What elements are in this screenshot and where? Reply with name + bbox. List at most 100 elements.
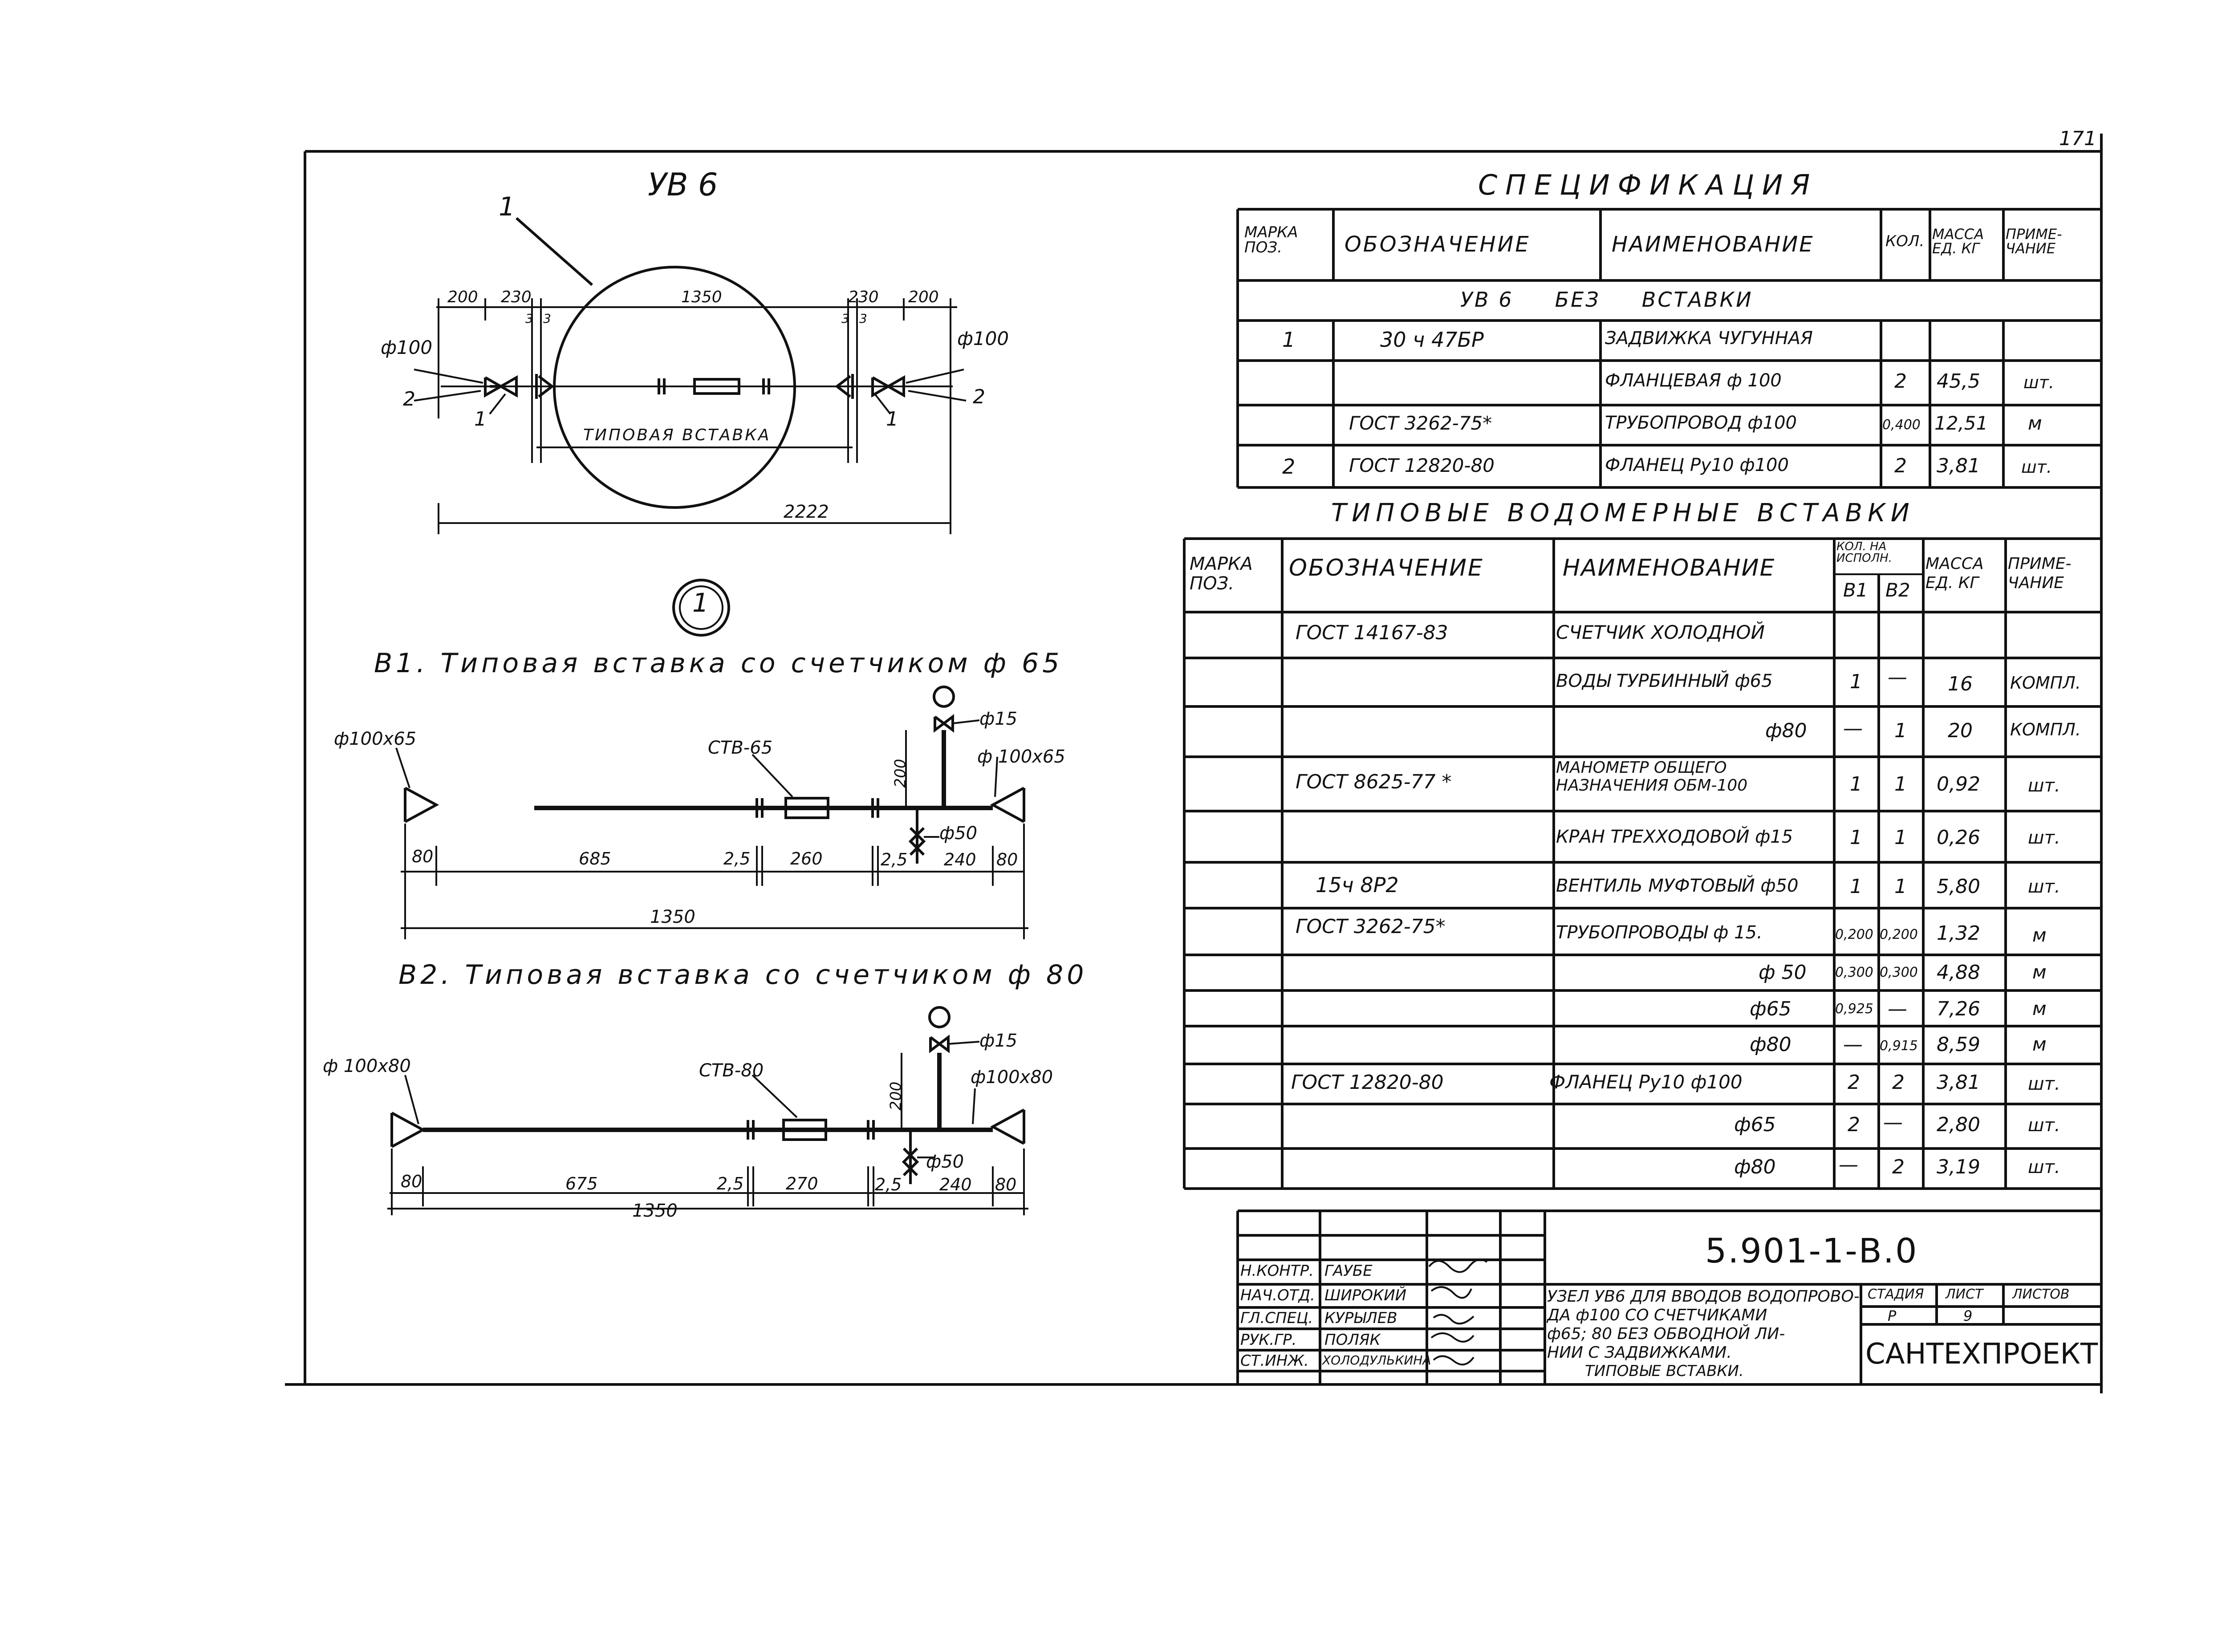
position-label: 1	[886, 408, 898, 430]
inserts-cell: 2	[1892, 1071, 1905, 1094]
stamp-person: КУРЫЛЕВ	[1324, 1309, 1397, 1327]
inserts-header: ОБОЗНАЧЕНИЕ	[1289, 555, 1484, 581]
stamp-sheets-label: ЛИСТОВ	[2012, 1287, 2070, 1302]
inserts-cell: ф65	[1750, 998, 1791, 1020]
dim-label: 80	[401, 1172, 422, 1191]
spec-cell: 1	[1282, 328, 1296, 352]
stamp-description-line: ф65; 80 БЕЗ ОБВОДНОЙ ЛИ-	[1547, 1325, 1785, 1343]
stamp-sheet-label: ЛИСТ	[1946, 1287, 1983, 1302]
dim-small: 3	[859, 311, 867, 326]
inserts-cell: 2	[1848, 1071, 1860, 1094]
section-marker-label: 1	[692, 588, 709, 618]
inserts-cell: ф80	[1750, 1033, 1791, 1056]
inserts-header: В1	[1843, 579, 1868, 601]
inserts-cell: —	[1843, 1033, 1863, 1056]
inserts-cell: ВЕНТИЛЬ МУФТОВЫЙ ф50	[1556, 876, 1799, 896]
inserts-header: НАИМЕНОВАНИЕ	[1563, 555, 1775, 581]
dim-label: 230	[848, 288, 879, 306]
inserts-cell: 1,32	[1937, 922, 1980, 945]
dim-label: 230	[501, 288, 532, 306]
dim-small: 3	[543, 311, 551, 326]
inserts-cell: 1	[1850, 670, 1862, 693]
stamp-person: ПОЛЯК	[1324, 1331, 1381, 1349]
spec-cell: 0,400	[1882, 417, 1921, 433]
position-label: 2	[403, 388, 415, 410]
spec-cell: м	[2028, 412, 2042, 434]
stamp-description-line: УЗЕЛ УВ6 ДЛЯ ВВОДОВ ВОДОПРОВО-	[1547, 1287, 1860, 1306]
spec-cell: 12,51	[1934, 412, 1988, 434]
b1-title: В1. Типовая вставка со счетчиком ф 65	[374, 648, 1063, 679]
inserts-cell: ВОДЫ ТУРБИННЫЙ ф65	[1556, 671, 1773, 691]
inserts-cell: 8,59	[1937, 1033, 1980, 1056]
inserts-cell: шт.	[2028, 775, 2060, 796]
inserts-cell: 1	[1894, 773, 1907, 796]
stamp-sheet-value: 9	[1963, 1307, 1973, 1324]
dim-label: 1350	[681, 288, 722, 306]
spec-table-grid	[1236, 208, 2101, 489]
inserts-cell: 1	[1850, 875, 1862, 898]
dim-label: 1350	[632, 1201, 678, 1221]
inserts-cell: 16	[1948, 673, 1973, 695]
inserts-cell: 0,925	[1835, 1001, 1873, 1017]
inserts-cell: ф80	[1765, 719, 1807, 742]
spec-cell: ЗАДВИЖКА ЧУГУННАЯ	[1605, 328, 1813, 349]
spec-cell: ГОСТ 3262-75*	[1349, 412, 1492, 434]
inserts-cell: 2	[1848, 1113, 1860, 1136]
stamp-person: ГАУБЕ	[1324, 1262, 1373, 1280]
inserts-cell: 1	[1894, 826, 1907, 849]
inserts-cell: 7,26	[1937, 998, 1980, 1020]
b2-phi50: ф50	[926, 1152, 964, 1172]
dim-label: 2,5	[875, 1175, 902, 1194]
inserts-cell: —	[1839, 1153, 1858, 1176]
inserts-cell: 15ч 8Р2	[1316, 873, 1399, 897]
position-label: 1	[474, 408, 487, 430]
stamp-description-line: ТИПОВЫЕ ВСТАВКИ.	[1585, 1362, 1744, 1380]
section-marker-circle	[672, 579, 730, 637]
dim-label: 260	[790, 849, 823, 869]
inserts-cell: шт.	[2028, 1157, 2060, 1177]
inserts-cell: 0,26	[1937, 826, 1980, 849]
spec-cell: 30 ч 47БР	[1380, 328, 1484, 352]
b2-dim-200: 200	[887, 1081, 905, 1111]
inserts-cell: 4,88	[1937, 961, 1980, 984]
inserts-table-grid	[1183, 537, 2101, 1190]
valve-right	[871, 375, 905, 398]
inserts-cell: —	[1888, 998, 1907, 1020]
b1-left-label: ф100х65	[334, 729, 417, 749]
inserts-cell: шт.	[2028, 828, 2060, 848]
dim-label: 685	[579, 849, 611, 869]
spec-header: ПРИМЕ-ЧАНИЕ	[2006, 226, 2062, 257]
dim-small: 3	[525, 311, 533, 326]
stamp-person: ХОЛОДУЛЬКИНА	[1322, 1353, 1431, 1368]
inserts-cell: —	[1843, 717, 1863, 740]
spec-title: СПЕЦИФИКАЦИЯ	[1478, 169, 1818, 201]
insert-label: ТИПОВАЯ ВСТАВКА	[583, 426, 771, 444]
inserts-cell: СЧЕТЧИК ХОЛОДНОЙ	[1556, 621, 1765, 643]
stamp-grid	[1236, 1210, 2101, 1384]
dim-label: 270	[786, 1174, 818, 1193]
dim-label: 2,5	[717, 1174, 744, 1193]
inserts-cell: ТРУБОПРОВОДЫ ф 15.	[1556, 922, 1763, 943]
inserts-cell: 0,200	[1880, 927, 1918, 942]
inserts-cell: 20	[1948, 719, 1973, 742]
spec-cell: шт.	[2023, 373, 2054, 392]
dim-label: 80	[995, 1175, 1017, 1194]
position-label: 2	[973, 386, 985, 408]
inserts-cell: 0,200	[1835, 927, 1873, 942]
inserts-cell: КОМПЛ.	[2010, 720, 2081, 739]
dim-label: 80	[996, 850, 1018, 869]
callout-label: 1	[499, 191, 515, 222]
inserts-header: КОЛ. НА ИСПОЛН.	[1836, 540, 1892, 565]
inserts-cell: 0,915	[1880, 1038, 1918, 1054]
spec-cell: 2	[1894, 370, 1907, 393]
document-code: 5.901-1-В.0	[1705, 1231, 1918, 1270]
inserts-header: МАРКА ПОЗ.	[1190, 554, 1253, 594]
drawing-title-uv6: УВ 6	[648, 166, 718, 203]
b2-left-label: ф 100х80	[323, 1056, 411, 1076]
b1-right-label: ф 100х65	[977, 747, 1065, 767]
dim-label: 200	[908, 288, 939, 306]
inserts-cell: 3,81	[1937, 1071, 1980, 1094]
inserts-header: ПРИМЕ-ЧАНИЕ	[2008, 555, 2072, 593]
dim-label: 2,5	[723, 849, 751, 869]
inserts-cell: ФЛАНЕЦ Ру10 ф100	[1549, 1071, 1743, 1093]
